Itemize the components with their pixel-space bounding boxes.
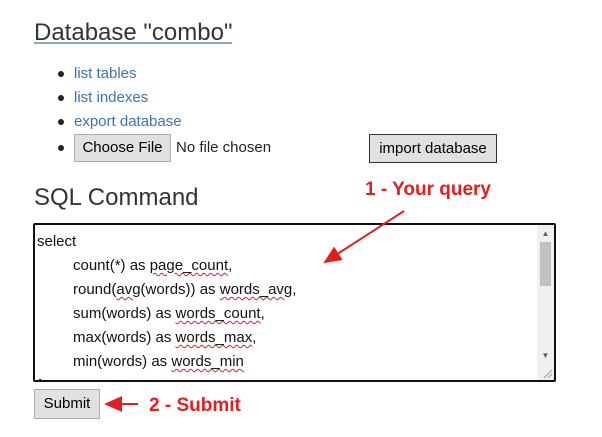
import-database-button[interactable]: import database xyxy=(369,134,497,163)
sql-line: max(words) as words_max, xyxy=(37,326,537,350)
export-database-link[interactable]: export database xyxy=(74,113,182,130)
sql-text: sum(words) as xyxy=(73,305,176,322)
sql-text: from xyxy=(37,377,67,380)
sql-text: min(words) as xyxy=(73,353,172,370)
spellcheck-word: words_count xyxy=(175,305,261,322)
bullet-icon xyxy=(58,71,64,77)
sql-text: , xyxy=(260,305,265,322)
sql-text: count(*) as xyxy=(73,257,150,274)
sql-text: , xyxy=(292,281,297,298)
sql-text: max(words) as xyxy=(73,329,176,346)
bullet-icon xyxy=(58,119,64,125)
sql-text: round( xyxy=(73,281,117,298)
scroll-up-arrow-icon[interactable]: ▲ xyxy=(541,229,550,238)
file-status-text: No file chosen xyxy=(176,139,272,156)
page-title: Database "combo" xyxy=(34,19,233,46)
query-arrow-icon xyxy=(323,210,405,264)
list-tables-link[interactable]: list tables xyxy=(74,65,137,82)
spellcheck-word: words_avg xyxy=(219,281,293,298)
scroll-down-arrow-icon[interactable]: ▼ xyxy=(541,351,550,360)
resize-grip-icon[interactable] xyxy=(541,367,553,379)
list-indexes-link[interactable]: list indexes xyxy=(74,89,149,106)
spellcheck-word: page_count xyxy=(149,257,229,274)
sql-command-heading: SQL Command xyxy=(34,184,199,211)
spellcheck-word: avg xyxy=(116,281,141,298)
scroll-thumb[interactable] xyxy=(540,242,551,286)
title-underline xyxy=(34,42,232,44)
submit-button[interactable]: Submit xyxy=(34,389,100,419)
sql-text: , xyxy=(228,257,233,274)
bullet-icon xyxy=(58,95,64,101)
sql-line: min(words) as words_min xyxy=(37,350,537,374)
sql-line: sum(words) as words_count, xyxy=(37,302,537,326)
sql-line: from xyxy=(37,374,537,380)
sql-line: select xyxy=(37,230,537,254)
bullet-icon xyxy=(58,145,64,151)
sql-text: , xyxy=(252,329,257,346)
annotation-your-query: 1 - Your query xyxy=(365,179,491,200)
spellcheck-word: words_min xyxy=(171,353,244,370)
annotation-submit: 2 - Submit xyxy=(149,395,241,416)
sql-text: (words)) as xyxy=(140,281,220,298)
sql-line: count(*) as page_count, xyxy=(37,254,537,278)
spellcheck-word: words_max xyxy=(175,329,253,346)
sql-line: round(avg(words)) as words_avg, xyxy=(37,278,537,302)
choose-file-button[interactable]: Choose File xyxy=(74,134,171,162)
sql-text: select xyxy=(37,233,77,250)
textarea-scrollbar[interactable]: ▲ ▼ xyxy=(536,225,554,380)
